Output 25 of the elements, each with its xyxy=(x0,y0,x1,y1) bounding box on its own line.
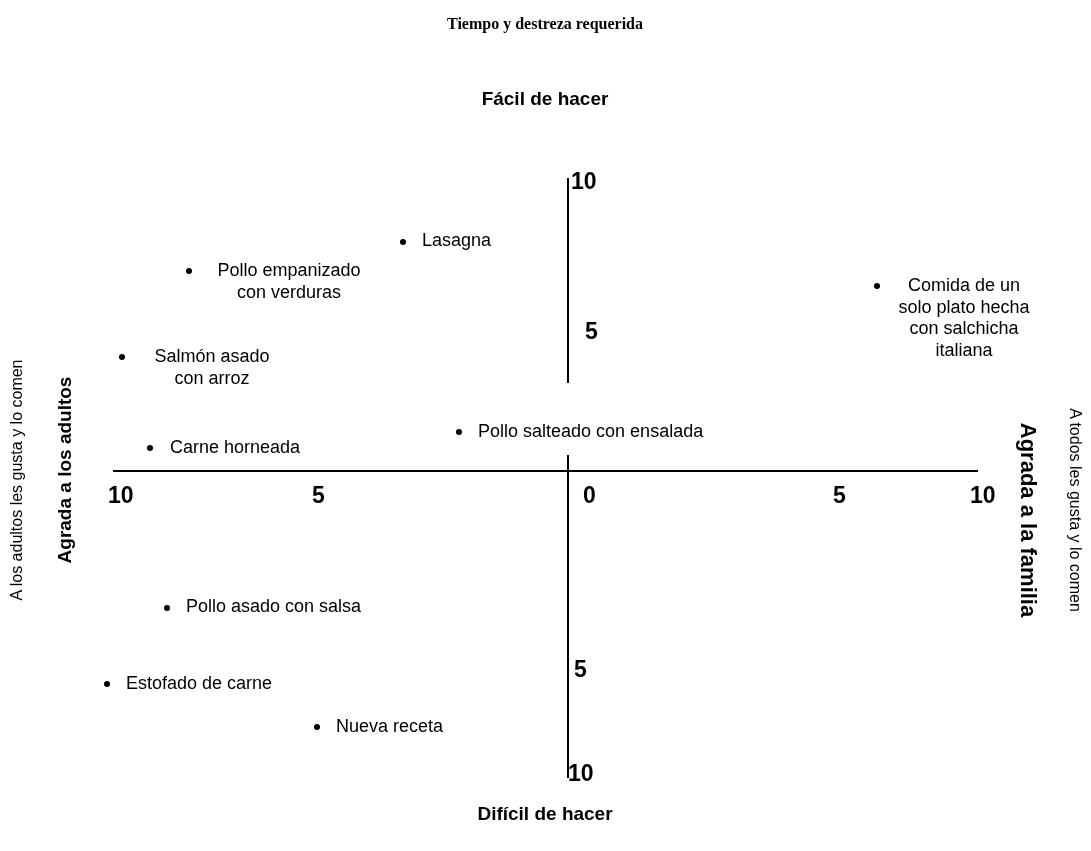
axis-title: Agrada a los adultos xyxy=(53,376,76,564)
axis-description: A todos les gusta y lo comen xyxy=(1065,408,1085,612)
axis-title: Agrada a la familia xyxy=(1015,422,1042,618)
tick-label: 10 xyxy=(970,482,996,510)
tick-label: 10 xyxy=(568,760,594,788)
axis-title: Difícil de hacer xyxy=(477,803,613,826)
tick-label: 10 xyxy=(571,168,597,196)
item-label: Lasagna xyxy=(422,230,492,252)
item-label: Salmón asado con arroz xyxy=(153,346,271,390)
tick-label: 5 xyxy=(574,656,587,684)
item-label: Pollo asado con salsa xyxy=(186,596,362,618)
tick-label: 0 xyxy=(583,482,596,510)
item-label: Pollo salteado con ensalada xyxy=(478,421,704,443)
item-label: Nueva receta xyxy=(336,716,444,738)
item-label: Carne horneada xyxy=(170,437,301,459)
axis-title: Fácil de hacer xyxy=(481,88,609,111)
item-label: Comida de un solo plato hecha con salchicha italiana xyxy=(897,275,1031,362)
tick-label: 10 xyxy=(108,482,134,510)
axis-description: A los adultos les gusta y lo comen xyxy=(7,359,27,601)
tick-label: 5 xyxy=(312,482,325,510)
tick-label: 5 xyxy=(585,318,598,346)
item-label: Pollo empanizado con verduras xyxy=(216,260,362,304)
chart-title: Tiempo y destreza requerida xyxy=(447,14,643,34)
item-label: Estofado de carne xyxy=(126,673,273,695)
tick-label: 5 xyxy=(833,482,846,510)
